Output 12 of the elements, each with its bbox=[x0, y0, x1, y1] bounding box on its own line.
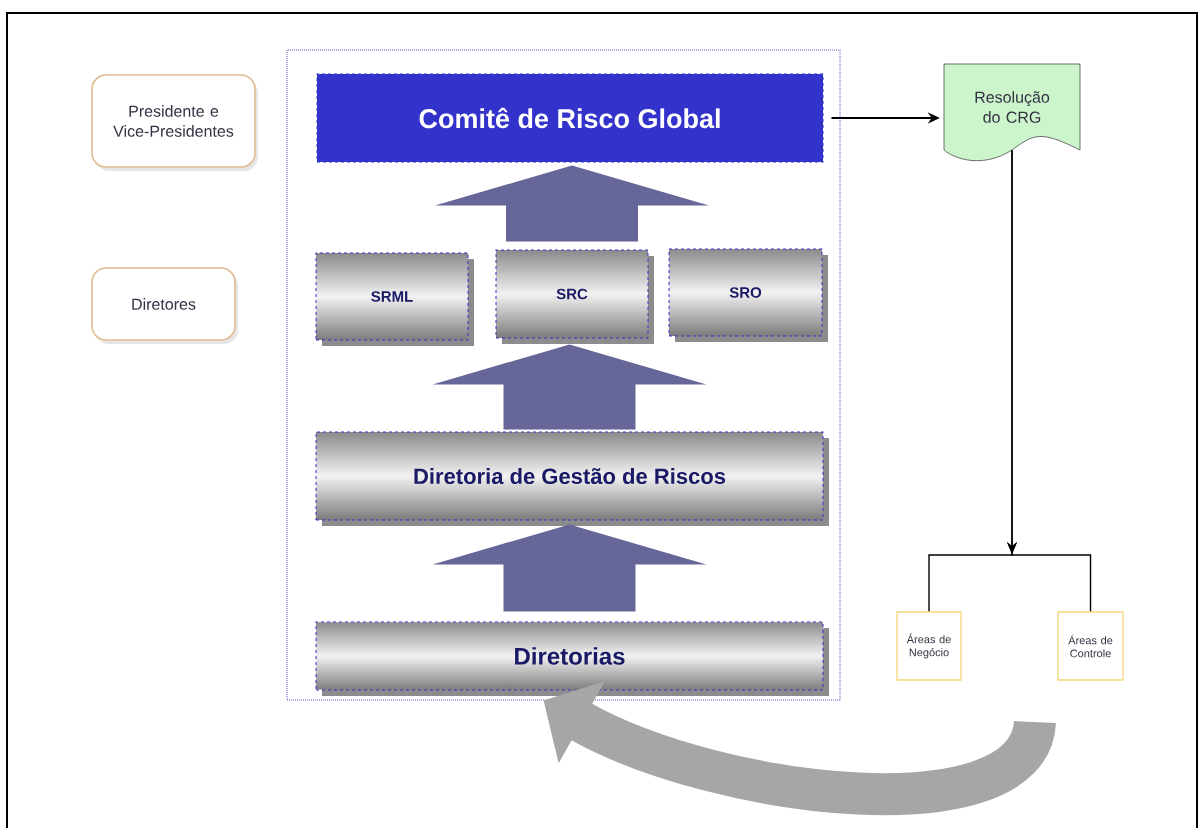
level-box: Diretorias bbox=[315, 621, 829, 696]
committee-box: Comitê de Risco Global bbox=[316, 73, 824, 163]
block-arrow bbox=[435, 165, 709, 242]
level-box: SRO bbox=[668, 248, 828, 342]
level-box: SRML bbox=[315, 252, 474, 346]
role-box: Presidente e Vice-Presidentes bbox=[91, 74, 258, 171]
level-box: SRC bbox=[495, 249, 654, 344]
dotted-frame bbox=[286, 49, 841, 701]
level-box: Diretoria de Gestão de Riscos bbox=[315, 431, 829, 526]
role-box: Diretores bbox=[91, 267, 238, 344]
area-box: Áreas de Negócio bbox=[896, 611, 962, 681]
area-box: Áreas de Controle bbox=[1057, 611, 1124, 681]
